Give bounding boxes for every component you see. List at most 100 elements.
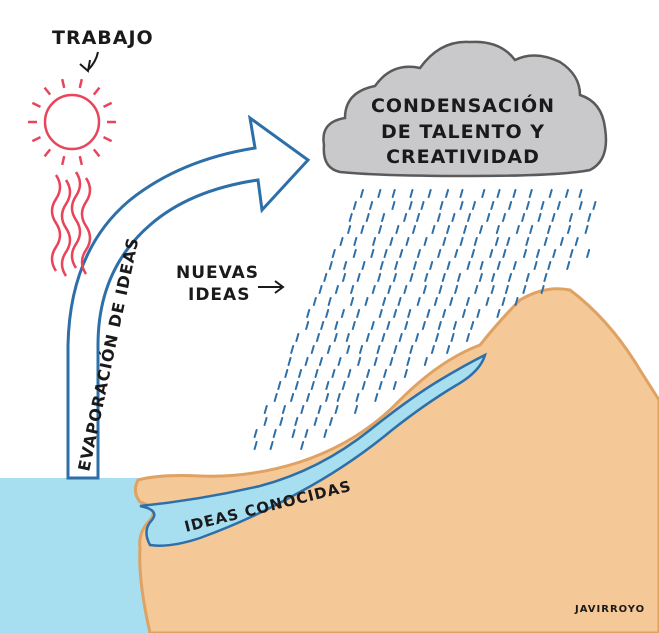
rain-drop [508, 273, 513, 282]
rain-drop [515, 225, 520, 234]
rain-drop [355, 393, 360, 402]
heat-waves-icon [50, 171, 92, 277]
rain-drop [328, 261, 333, 270]
rain-drop [522, 285, 527, 294]
rain-drop [409, 345, 414, 354]
work-label: TRABAJO [52, 27, 154, 49]
rain-drop [406, 357, 411, 366]
rain-drop [427, 189, 432, 198]
rain-drop [315, 333, 320, 342]
rain-drop [343, 261, 348, 270]
rain-drop [466, 261, 471, 270]
rain-drop [351, 321, 356, 330]
rain-drop [334, 321, 339, 330]
rain-drop [508, 201, 513, 210]
rain-drop [379, 261, 384, 270]
rain-drop [465, 333, 470, 342]
rain-drop [433, 297, 438, 306]
rain-drop [389, 237, 394, 246]
rain-drop [416, 213, 421, 222]
rain-drop [441, 273, 446, 282]
rain-drop [377, 189, 382, 198]
rain-drop [403, 213, 408, 222]
rain-drop [387, 285, 392, 294]
river [139, 352, 488, 547]
rain-drop [514, 297, 519, 306]
rain-drop [491, 273, 496, 282]
rain-drop [395, 225, 400, 234]
rain-drop [314, 369, 319, 378]
rain-drop [325, 381, 330, 390]
rain-drop [312, 297, 317, 306]
rain-drop [540, 285, 545, 294]
rain-drop [279, 417, 284, 426]
rain-drop [263, 405, 268, 414]
rain-drop [323, 273, 328, 282]
rain-drop [342, 273, 347, 282]
rain-drop [269, 441, 274, 450]
rain-drop [341, 381, 346, 390]
rain-drop [512, 261, 517, 270]
rain-drop [429, 261, 434, 270]
rain-drop [399, 249, 404, 258]
new-ideas-label-line1: NUEVAS [176, 263, 259, 283]
rain-drop [559, 237, 564, 246]
rain-drop [536, 249, 541, 258]
rain-drop [291, 429, 296, 438]
sun-ray [60, 78, 66, 89]
cloud-label-line1: CONDENSACIÓN [371, 93, 555, 117]
rain-drop [318, 357, 323, 366]
rain-drop [434, 333, 439, 342]
rain-drop [394, 261, 399, 270]
rain-drop [365, 333, 370, 342]
cloud-label-line2: DE TALENTO Y [381, 121, 545, 143]
rain-drop [359, 189, 364, 198]
rain-drop [478, 273, 483, 282]
rain-drop [548, 189, 553, 198]
rain-drop [478, 225, 483, 234]
rain-drop [356, 309, 361, 318]
rain-drop [533, 261, 538, 270]
rain-drop [347, 369, 352, 378]
rain-drop [253, 429, 258, 438]
rain-drop [381, 333, 386, 342]
land [133, 287, 659, 633]
rain-drop [337, 357, 342, 366]
rain-drop [382, 297, 387, 306]
rain-drop [405, 237, 410, 246]
rain-drop [574, 237, 579, 246]
rain-drop [352, 201, 357, 210]
rain-drop [408, 201, 413, 210]
sun-ray [78, 78, 84, 89]
rain-drop [479, 261, 484, 270]
rain-drop [386, 321, 391, 330]
rain-drop [383, 369, 388, 378]
sun-ray [31, 136, 42, 143]
rain-drop [381, 213, 386, 222]
rain-drop [495, 225, 500, 234]
rain-drop [334, 405, 339, 414]
sun-icon [28, 78, 116, 166]
rain-drop [490, 285, 495, 294]
sun-ray [43, 86, 52, 96]
rain-drop [407, 309, 412, 318]
rain-drop [452, 321, 457, 330]
rain-drop [369, 201, 374, 210]
rain-drop [306, 393, 311, 402]
rain-drop [496, 189, 501, 198]
rain-drop [398, 333, 403, 342]
rain-drop [525, 273, 530, 282]
rain-drop [371, 285, 376, 294]
rain-drop [457, 273, 462, 282]
rain-drop [354, 405, 359, 414]
sea [0, 478, 154, 633]
rain-drop [287, 357, 292, 366]
rain-drop [389, 357, 394, 366]
rain-drop [397, 297, 402, 306]
cloud-icon [322, 40, 608, 178]
rain-drop [304, 357, 309, 366]
rain-drop [416, 249, 421, 258]
rain-drop [584, 225, 589, 234]
rain-drop [376, 345, 381, 354]
